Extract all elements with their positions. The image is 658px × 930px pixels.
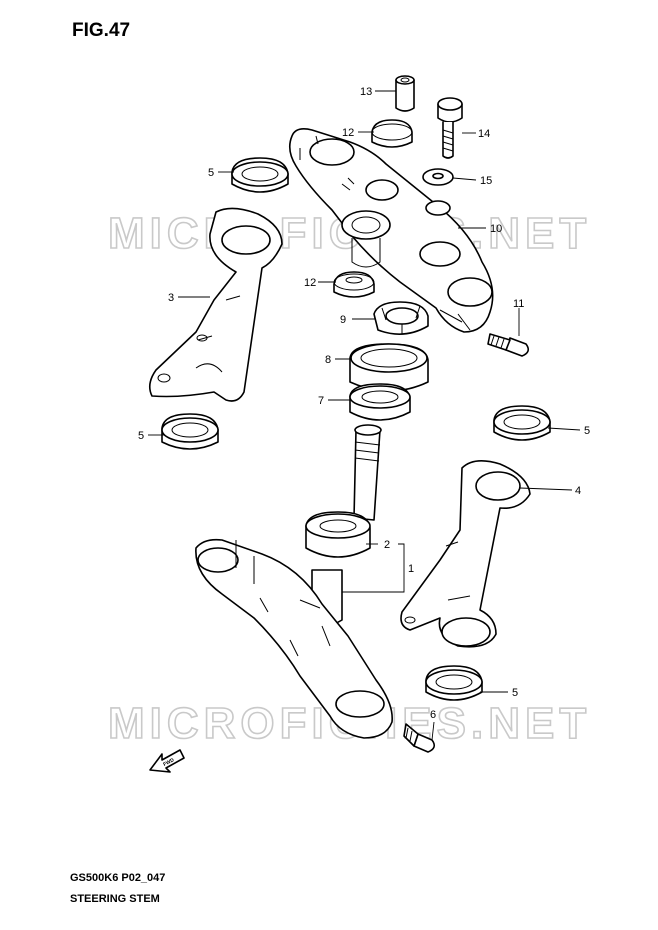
callout-5-upper-left: 5 [208, 167, 214, 179]
callout-3: 3 [168, 292, 174, 304]
part-9-stem-nut [373, 301, 429, 335]
fwd-label: FWD [162, 757, 175, 768]
part-5-grommet-lower-left [161, 413, 219, 450]
part-14-bolt [437, 97, 463, 159]
callout-5-lower-right: 5 [512, 687, 518, 699]
callout-numbers: 13 12 14 5 15 10 12 3 11 9 8 7 5 5 4 2 1… [138, 86, 590, 721]
part-12-cap-lower [333, 271, 375, 298]
callout-8: 8 [325, 354, 331, 366]
part-5-grommet-upper-left [231, 157, 289, 193]
part-11-bolt [487, 333, 530, 357]
callout-6: 6 [430, 709, 436, 721]
part-5-grommet-upper-right [493, 405, 551, 441]
callout-9: 9 [340, 314, 346, 326]
callout-14: 14 [478, 128, 490, 140]
callout-5-upper-right: 5 [584, 425, 590, 437]
leader-lines [148, 90, 581, 741]
callout-13: 13 [360, 86, 372, 98]
callout-4: 4 [575, 485, 581, 497]
part-15-washer [422, 168, 454, 186]
callout-12-upper: 12 [342, 127, 354, 139]
callout-7: 7 [318, 395, 324, 407]
part-10-upper-bracket [288, 128, 494, 333]
part-12-cap-upper [371, 119, 413, 148]
callout-15: 15 [480, 175, 492, 187]
part-8-dust-seal [349, 343, 429, 392]
figure-code: GS500K6 P02_047 [70, 872, 166, 884]
callout-10: 10 [490, 223, 502, 235]
part-1-steering-stem [195, 424, 393, 739]
part-6-bolt [403, 723, 436, 753]
part-13-spacer [395, 75, 415, 112]
part-2-lower-bearing [305, 511, 371, 558]
fwd-arrow-icon: FWD [149, 749, 185, 773]
figure-name: STEERING STEM [70, 893, 160, 905]
callout-1: 1 [408, 563, 414, 575]
part-5-grommet-lower-right [425, 665, 483, 701]
callout-12-lower: 12 [304, 277, 316, 289]
figure-title: FIG.47 [72, 20, 131, 41]
part-3-left-bracket [148, 207, 283, 402]
callout-11: 11 [513, 298, 524, 310]
callout-2: 2 [384, 539, 390, 551]
part-4-right-bracket [400, 460, 531, 648]
part-7-bearing [349, 383, 411, 421]
callout-5-lower-left: 5 [138, 430, 144, 442]
